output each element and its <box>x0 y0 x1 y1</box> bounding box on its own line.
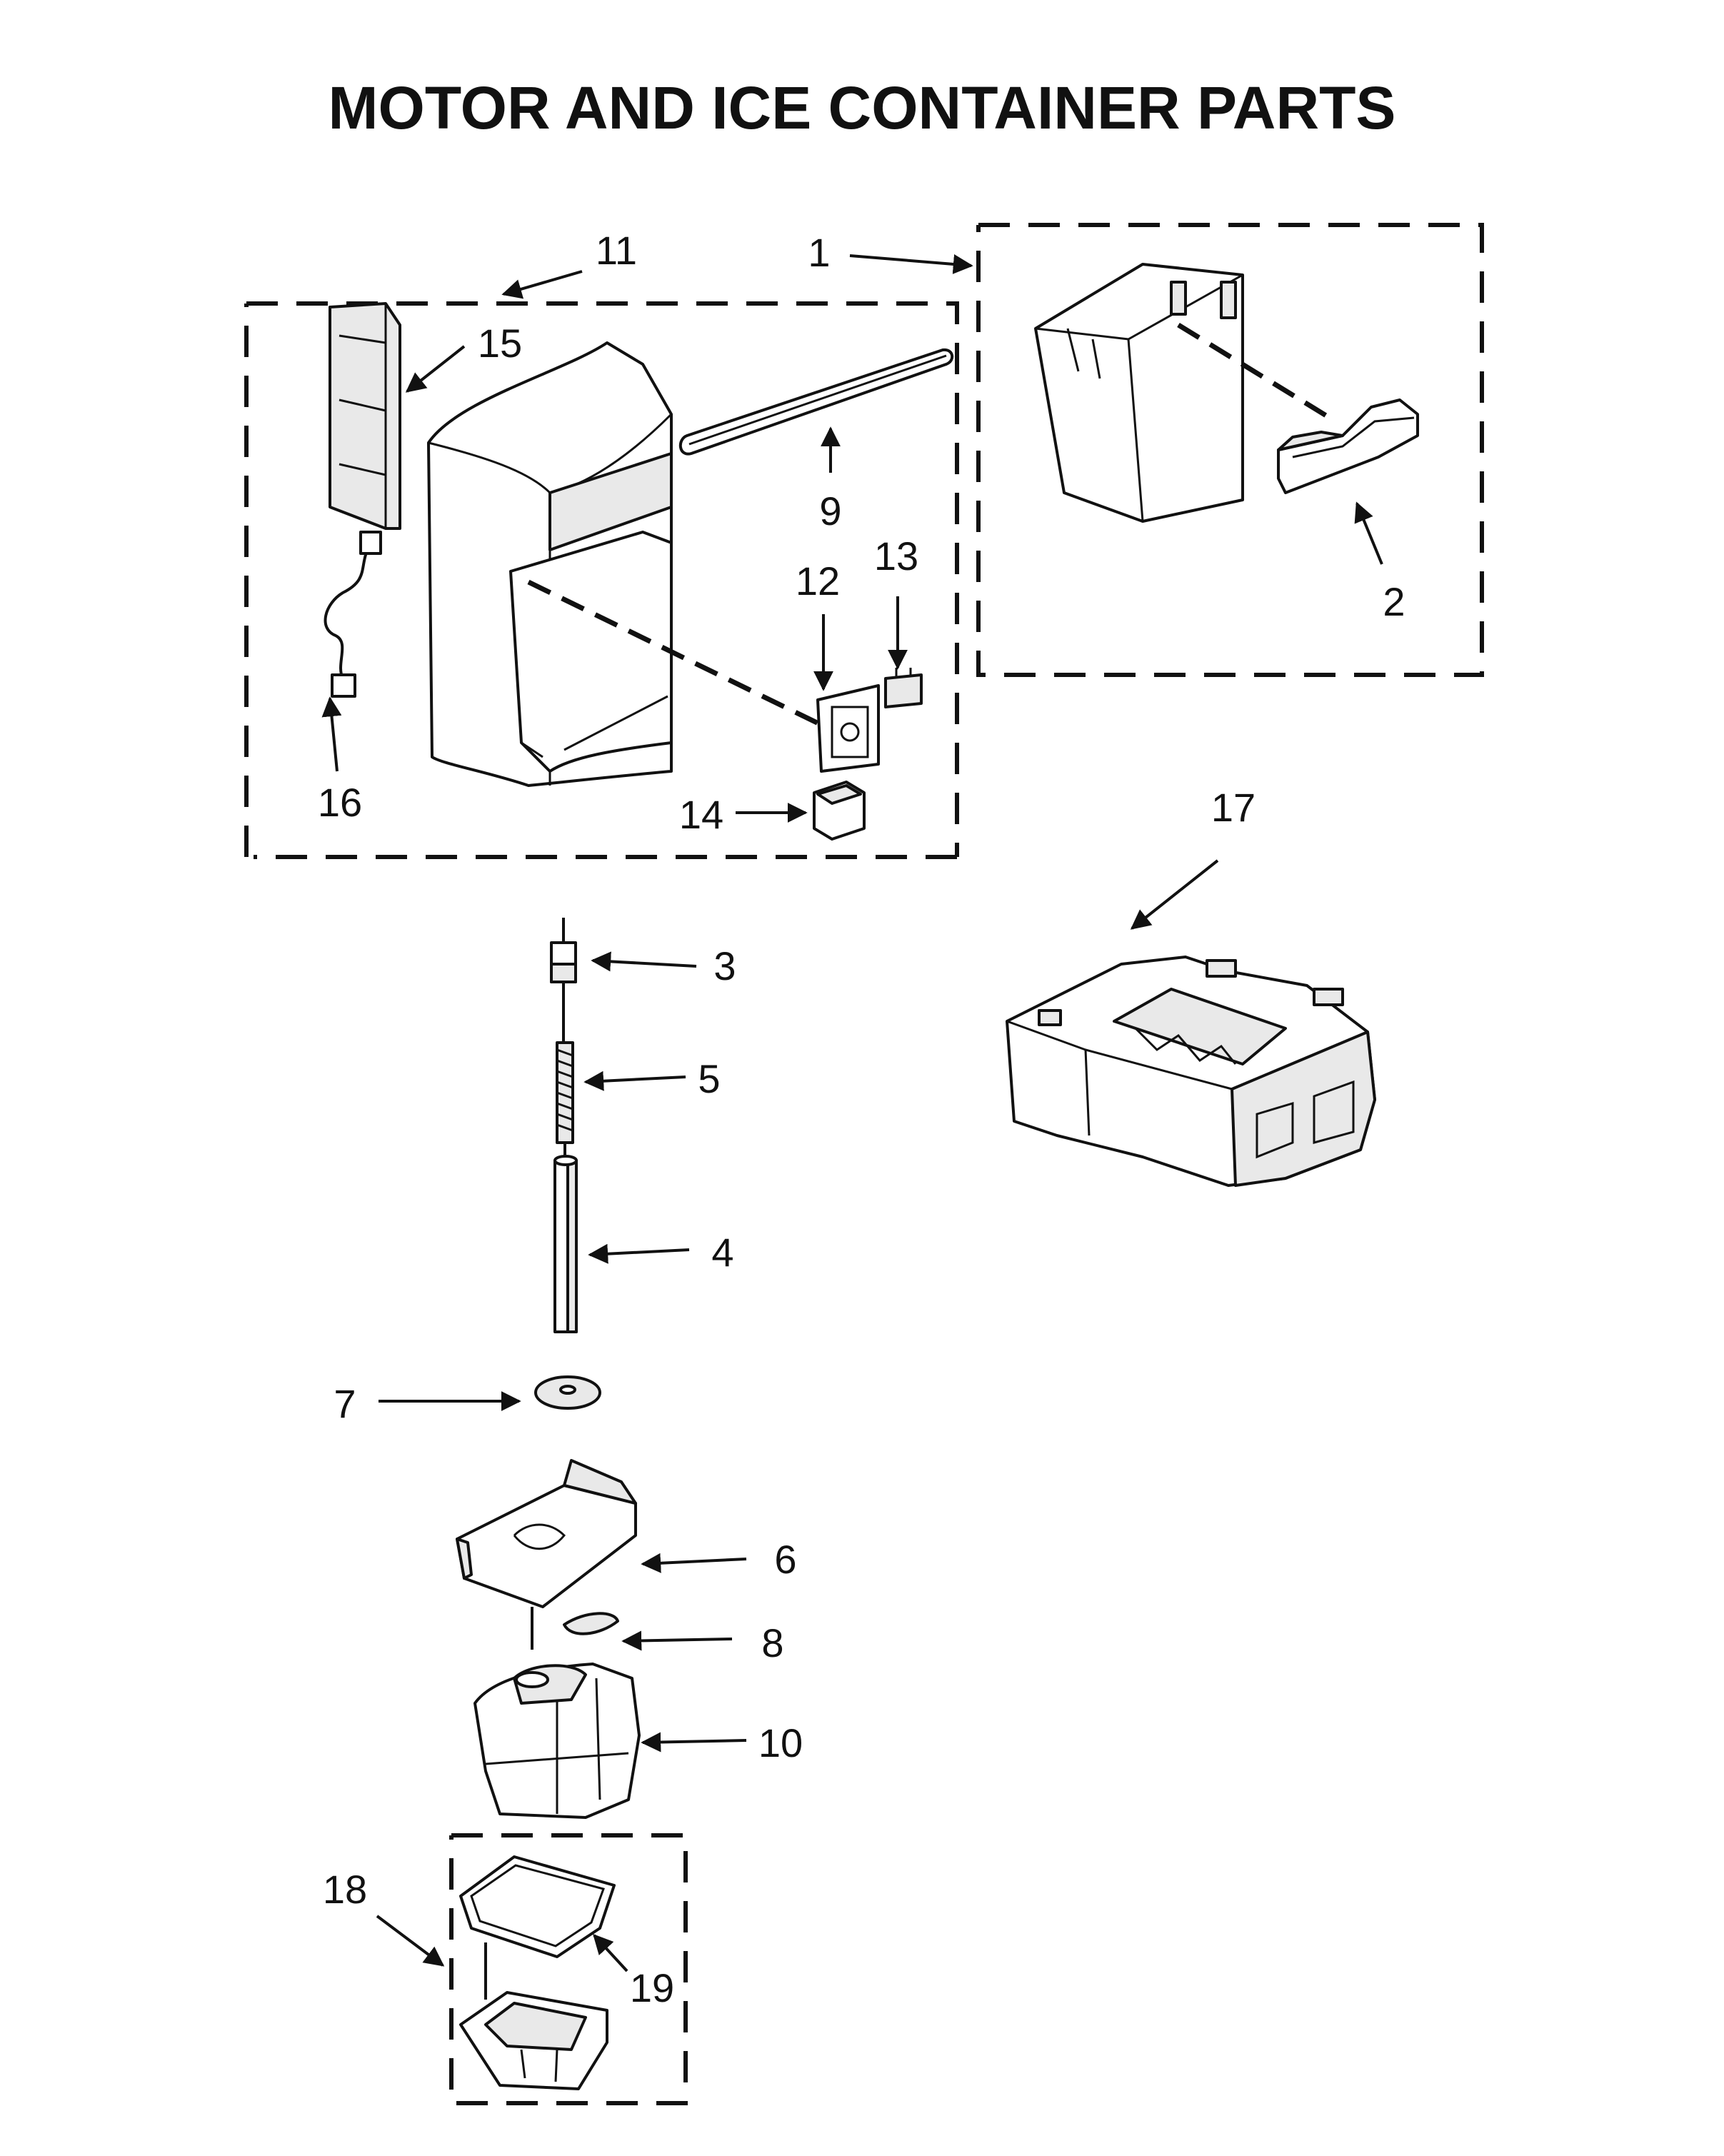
part-10-motor[interactable] <box>473 1663 641 1819</box>
ice-bin[interactable] <box>1034 263 1244 523</box>
callout-12: 12 <box>796 558 840 603</box>
callout-3: 3 <box>713 943 736 988</box>
callout-10: 10 <box>758 1720 803 1765</box>
alignment-line-2 <box>1177 323 1337 423</box>
page-title: MOTOR AND ICE CONTAINER PARTS <box>329 74 1396 141</box>
callout-13: 13 <box>874 533 918 578</box>
callout-9: 9 <box>819 488 841 533</box>
group-box-18 <box>449 1833 688 2105</box>
part-8-key[interactable] <box>563 1612 619 1635</box>
part-12-plate[interactable] <box>816 684 880 773</box>
callout-5: 5 <box>698 1056 720 1101</box>
callout-7: 7 <box>334 1381 356 1426</box>
part-14-solenoid[interactable] <box>813 781 866 841</box>
part-13-switch[interactable] <box>884 668 923 708</box>
callout-19: 19 <box>630 1965 674 2010</box>
alignment-line-12 <box>527 579 823 728</box>
callout-14: 14 <box>679 792 723 837</box>
cover-base[interactable] <box>459 1942 608 2090</box>
callout-8: 8 <box>761 1620 783 1665</box>
group-box-11 <box>244 301 959 859</box>
part-7-washer[interactable] <box>534 1375 601 1410</box>
part-16-wire-harness[interactable] <box>324 531 382 698</box>
part-17-ice-container-assembly[interactable] <box>1006 956 1376 1187</box>
leader-arrows <box>321 254 1383 1972</box>
part-9-gasket-strip[interactable] <box>679 348 954 456</box>
callout-2: 2 <box>1383 579 1405 624</box>
part-3-coupler[interactable] <box>550 918 577 1043</box>
callout-11: 11 <box>596 228 637 273</box>
callout-16: 16 <box>318 780 362 825</box>
part-5-spring[interactable] <box>556 1041 574 1160</box>
part-19-gasket[interactable] <box>459 1855 616 1958</box>
part-6-motor-mount[interactable] <box>456 1459 637 1650</box>
callout-15: 15 <box>478 321 522 366</box>
part-2-bracket[interactable] <box>1277 398 1419 494</box>
callout-18: 18 <box>323 1867 367 1912</box>
part-15-panel[interactable] <box>329 302 401 530</box>
dispenser-housing[interactable] <box>427 341 673 787</box>
part-4-shaft[interactable] <box>553 1155 578 1333</box>
callout-17: 17 <box>1211 785 1256 830</box>
callout-labels: 1 2 3 4 5 6 7 8 9 10 11 12 13 14 15 16 1… <box>318 228 1405 2010</box>
group-box-1 <box>976 223 1484 677</box>
callout-1: 1 <box>808 230 830 275</box>
callout-6: 6 <box>774 1537 796 1582</box>
callout-4: 4 <box>711 1230 733 1275</box>
